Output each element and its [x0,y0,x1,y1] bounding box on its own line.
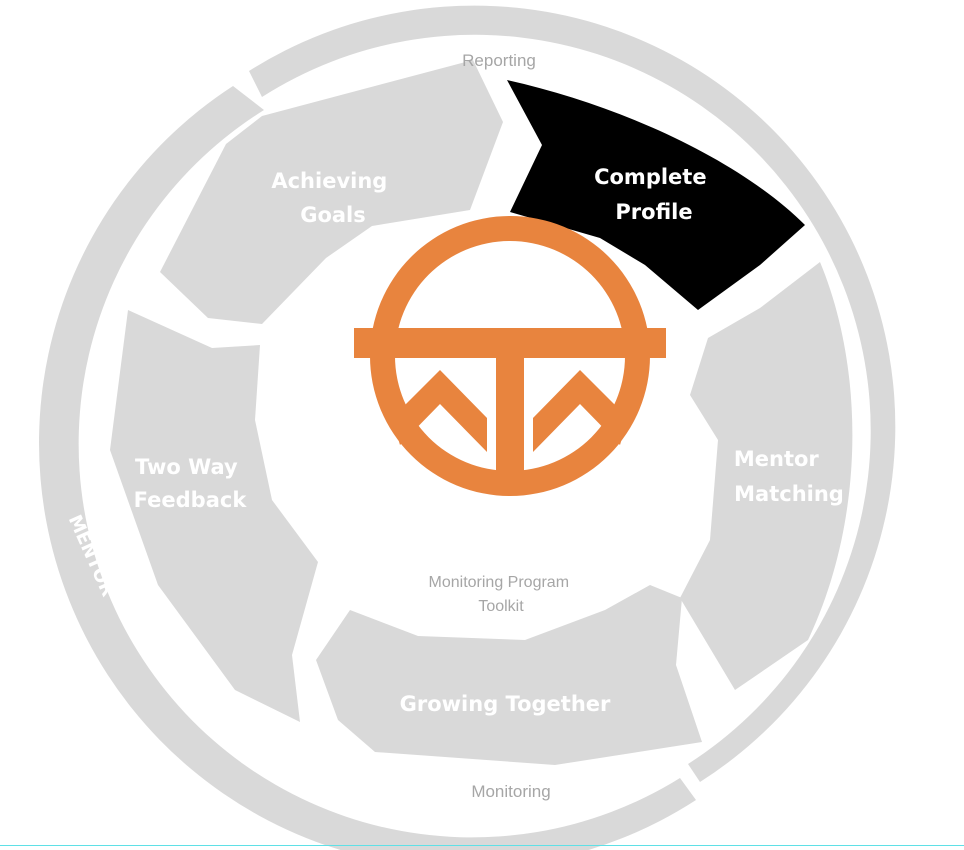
stage-label-line: Feedback [134,488,248,512]
logo-stem [496,352,524,492]
center-caption-line: Monitoring Program [429,574,570,591]
segment-achieving-goals [160,60,503,324]
bottom-divider [0,845,964,846]
stage-label-line: Goals [300,203,366,227]
stage-label-line: Achieving [271,169,387,193]
center-caption-line: Toolkit [478,598,524,615]
stage-label-line: Profile [615,200,692,224]
stage-label-line: Complete [594,165,706,189]
logo-left-arrow [392,370,487,452]
stage-label-achieving-goals: Achieving Goals [271,169,394,227]
stage-label-line: Mentor [734,447,820,471]
ring-label-monitoring: Monitoring [471,782,550,801]
stage-label-growing-together: Growing Together [400,692,611,716]
center-caption: Monitoring Program Toolkit [429,574,574,615]
stage-label-two-way-feedback: Two Way Feedback [134,455,248,512]
stage-label-complete-profile: Complete Profile [594,165,714,224]
stage-label-line: Two Way [135,455,238,479]
toolkit-logo-icon [354,216,666,496]
segment-complete-profile [507,80,805,310]
ring-label-reporting: Reporting [462,51,536,70]
stage-label-line: Matching [734,482,844,506]
stage-label-mentor-matching: Mentor Matching [734,447,844,506]
segment-mentor-matching [680,262,853,690]
segment-growing-together [316,585,702,765]
segment-two-way-feedback [110,310,318,722]
stage-label-line: Growing Together [400,692,611,716]
logo-right-arrow [533,370,628,452]
